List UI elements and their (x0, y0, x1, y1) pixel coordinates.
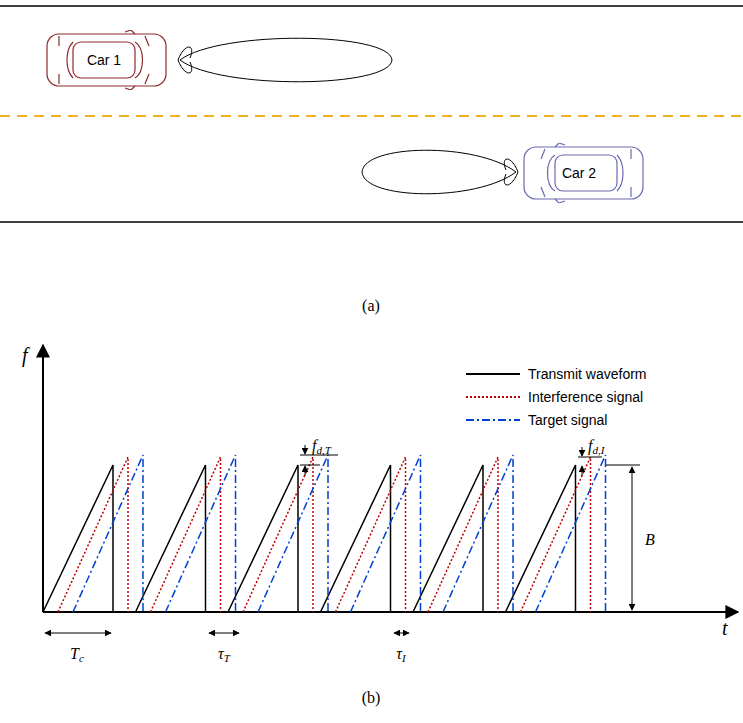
axis-label: t (722, 618, 728, 638)
legend-sample (466, 414, 522, 426)
lane-divider (0, 115, 743, 117)
dim-arrow (582, 466, 583, 476)
bandwidth-label: B (645, 532, 655, 548)
car-label: Car 2 (560, 164, 598, 182)
legend-sample (466, 368, 522, 380)
interference-signal (58, 457, 591, 612)
transmit-waveform (43, 465, 576, 612)
panel-label: (b) (362, 690, 381, 706)
dim-arrow (632, 467, 633, 610)
radar-beam (362, 150, 516, 194)
legend-text: Transmit waveform (528, 366, 647, 382)
side-lobe (178, 47, 192, 73)
car: Car 2 (520, 143, 645, 203)
car: Car 1 (45, 30, 170, 90)
f-axis (42, 345, 44, 612)
legend-sample (466, 391, 522, 403)
target-signal (73, 455, 606, 612)
doppler-label: fd,T (312, 438, 331, 456)
dim-tick (606, 465, 640, 466)
dim-arrow (582, 447, 583, 456)
dim-arrow (305, 445, 306, 454)
radar-beam (180, 38, 392, 82)
road-edge (0, 5, 743, 7)
side-lobe (504, 159, 518, 185)
delay-label: τT (218, 646, 230, 664)
axis-label: f (22, 345, 28, 365)
dim-tick (300, 465, 320, 466)
doppler-label: fd,I (588, 438, 604, 456)
dim-arrow (305, 466, 306, 476)
car-label: Car 1 (85, 51, 123, 69)
chirp-period-label: Tc (70, 646, 84, 664)
delay-label: τI (396, 646, 405, 664)
road-edge (0, 221, 743, 223)
dim-arrow (45, 633, 111, 634)
legend-text: Target signal (528, 412, 607, 428)
panel-label: (a) (362, 298, 380, 314)
dim-arrow (209, 633, 239, 634)
waveforms (43, 455, 606, 612)
dim-tick (578, 457, 602, 458)
dim-arrow (394, 633, 409, 634)
legend-text: Interference signal (528, 389, 643, 405)
